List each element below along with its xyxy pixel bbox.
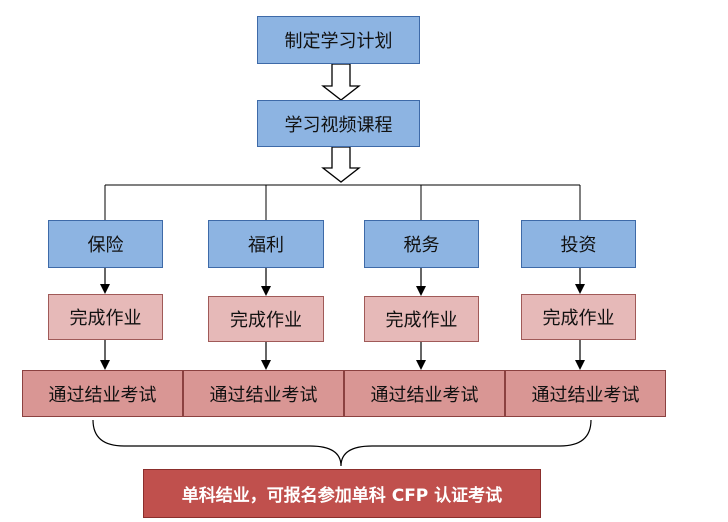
homework-insurance: 完成作业 xyxy=(48,294,163,340)
exam-insurance: 通过结业考试 xyxy=(22,370,183,417)
exam-welfare: 通过结业考试 xyxy=(183,370,344,417)
subject-tax: 税务 xyxy=(364,220,479,268)
final-result: 单科结业，可报名参加单科 CFP 认证考试 xyxy=(143,469,541,518)
homework-tax: 完成作业 xyxy=(364,296,479,342)
exam-investment: 通过结业考试 xyxy=(505,370,666,417)
hollow-arrow-1 xyxy=(321,63,361,101)
exam-tax: 通过结业考试 xyxy=(344,370,505,417)
homework-investment: 完成作业 xyxy=(521,294,636,340)
curly-brace xyxy=(92,419,592,467)
step-plan: 制定学习计划 xyxy=(257,16,420,64)
hollow-arrow-2 xyxy=(321,146,361,183)
subject-investment: 投资 xyxy=(521,220,636,268)
step-video: 学习视频课程 xyxy=(257,100,420,147)
subject-welfare: 福利 xyxy=(208,220,324,268)
homework-welfare: 完成作业 xyxy=(208,296,324,342)
subject-insurance: 保险 xyxy=(48,220,163,268)
